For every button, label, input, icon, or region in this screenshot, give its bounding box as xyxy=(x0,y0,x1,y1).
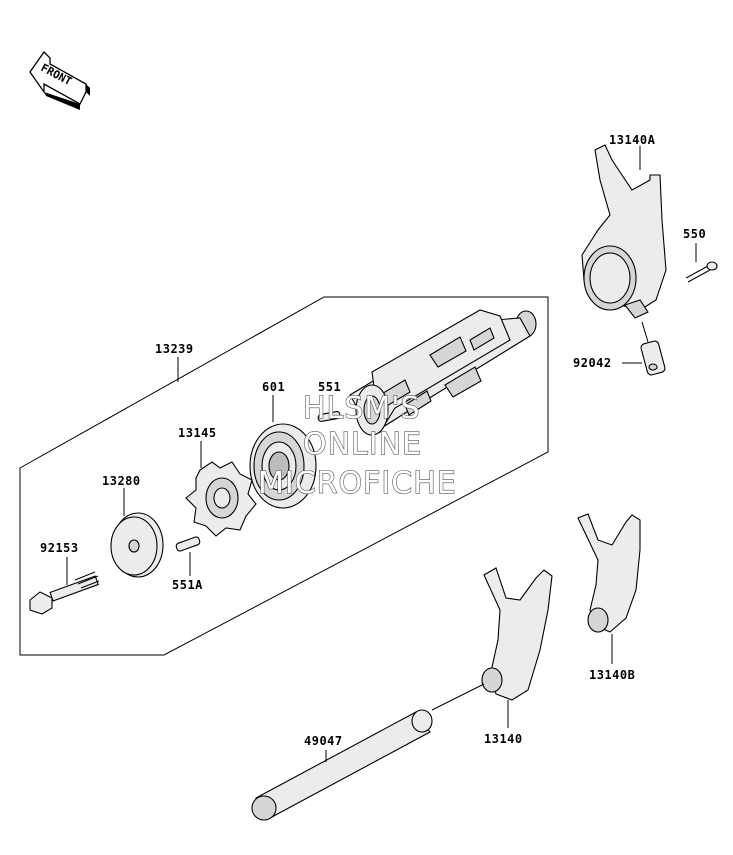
label-13140a: 13140A xyxy=(609,133,656,147)
label-601: 601 xyxy=(262,380,285,394)
label-13145: 13145 xyxy=(178,426,217,440)
bearing xyxy=(249,423,317,509)
label-92153: 92153 xyxy=(40,541,79,555)
label-551: 551 xyxy=(318,380,341,394)
label-13280: 13280 xyxy=(102,474,141,488)
watermark-line2: ONLINE xyxy=(303,427,422,462)
label-550: 550 xyxy=(683,227,706,241)
label-13140: 13140 xyxy=(484,732,523,746)
label-13239: 13239 xyxy=(155,342,194,356)
watermark-line1: HLSM'S xyxy=(303,391,421,426)
pin-551 xyxy=(317,411,341,422)
bolt-92153 xyxy=(29,571,100,615)
front-arrow-icon: FRONT xyxy=(29,50,90,110)
label-551a: 551A xyxy=(172,578,203,592)
holder-13145 xyxy=(185,461,257,537)
shift-fork-13140 xyxy=(481,567,553,701)
label-13140b: 13140B xyxy=(589,668,635,682)
cotter-pin-550 xyxy=(685,261,718,283)
pin-551a xyxy=(175,536,201,552)
shift-fork-13140b xyxy=(577,513,641,633)
watermark-line3: MICROFICHE xyxy=(258,466,457,501)
pin-92042 xyxy=(640,340,666,376)
label-92042: 92042 xyxy=(573,356,612,370)
assembly-outline xyxy=(19,296,549,656)
label-49047: 49047 xyxy=(304,734,343,748)
plate-13280 xyxy=(110,512,164,578)
shaft-49047 xyxy=(251,709,433,821)
shift-drum xyxy=(349,309,537,436)
shift-fork-13140a xyxy=(581,144,667,319)
